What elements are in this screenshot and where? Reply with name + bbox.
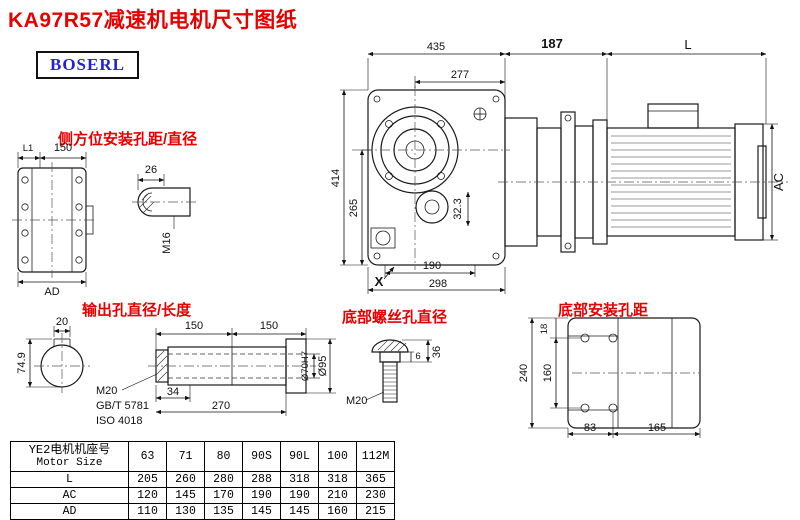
dim-ad: AD (44, 286, 59, 298)
side-view (498, 103, 788, 253)
dim-shaft-len2: 150 (260, 320, 278, 332)
side-mount-view: L1 150 AD (12, 142, 96, 298)
table-row-L: L 205 260 280 288 318 318 365 (10, 471, 395, 488)
bottom-mount-view: 240 160 18 83 165 (518, 317, 701, 438)
dim-overall-width: 435 (427, 41, 445, 53)
table-header-cell: YE2电机机座号 Motor Size (10, 441, 129, 472)
dim-l1: L1 (23, 143, 34, 154)
side-view-dimensions: 187 L AC (504, 36, 786, 241)
dim-shaft-len1: 150 (185, 320, 203, 332)
dim-shaft-height: 74.9 (16, 352, 28, 373)
label-bottom-screw: 底部螺丝孔直径 (342, 309, 448, 326)
dim-bottom-pitch-a: 83 (584, 422, 596, 434)
standard-gbt: GB/T 5781 (96, 400, 149, 412)
dim-shaft-length: 270 (212, 400, 230, 412)
col-71: 71 (166, 441, 205, 472)
technical-drawing: 435 277 414 265 32.3 190 298 X (12, 36, 788, 438)
label-output-hole: 输出孔直径/长度 (82, 302, 192, 319)
brand-logo: BOSERL (36, 51, 139, 79)
dim-motor-length: L (684, 37, 691, 52)
dim-key-length: 34 (167, 386, 179, 398)
col-63: 63 (128, 441, 167, 472)
dim-key-width: 26 (145, 164, 157, 176)
label-bottom-mount: 底部安装孔距 (558, 302, 649, 319)
row-label: L (10, 471, 129, 488)
dim-motor-diameter: AC (771, 173, 786, 191)
dim-bore: Ø70H7 (300, 351, 311, 381)
dim-thread-m16: M16 (161, 232, 173, 253)
col-112m: 112M (356, 441, 395, 472)
dim-thread-m20-screw: M20 (346, 395, 367, 407)
table-header-row: YE2电机机座号 Motor Size 63 71 80 90S 90L 100… (10, 441, 395, 472)
dim-thread-m20-shaft: M20 (96, 385, 117, 397)
dim-height: 414 (330, 169, 342, 187)
front-view (362, 86, 510, 270)
dim-bottom-height: 240 (518, 364, 530, 382)
x-position-mark: X (375, 274, 384, 289)
row-label: AD (10, 503, 129, 520)
front-view-dimensions: 435 277 414 265 32.3 190 298 X (330, 41, 506, 294)
dim-angle: 32.3 (452, 198, 464, 219)
page-title: KA97R57减速机电机尺寸图纸 (8, 9, 298, 32)
motor-size-table: YE2电机机座号 Motor Size 63 71 80 90S 90L 100… (10, 441, 395, 520)
table-row-AC: AC 120 145 170 190 190 210 230 (10, 487, 395, 504)
label-side-mount: 侧方位安装孔距/直径 (58, 131, 198, 148)
dim-side-pitch: 150 (54, 142, 72, 154)
dim-bottom-pitch-v: 160 (542, 364, 554, 382)
dim-inner-width: 277 (451, 69, 469, 81)
col-100: 100 (318, 441, 357, 472)
dim-base-span: 298 (429, 278, 447, 290)
dim-flange-length: 187 (541, 36, 563, 51)
row-label: AC (10, 487, 129, 504)
table-row-AD: AD 110 130 135 145 145 160 215 (10, 503, 395, 520)
dim-keyway-width: 20 (56, 316, 68, 328)
dim-screw-depth: 6 (415, 351, 420, 362)
dim-screw-height: 36 (431, 346, 443, 358)
col-80: 80 (204, 441, 243, 472)
bottom-screw-detail: 36 6 M20 (346, 339, 443, 407)
dim-foot-span: 190 (423, 260, 441, 272)
col-90l: 90L (280, 441, 319, 472)
dim-center-height: 265 (348, 199, 360, 217)
dim-bottom-offset: 18 (539, 324, 550, 335)
dim-bottom-pitch-b: 165 (648, 422, 666, 434)
key-pin-detail: 26 M16 (132, 164, 198, 254)
col-90s: 90S (242, 441, 281, 472)
output-shaft-detail: 20 74.9 150 150 M20 GB/T 5 (16, 316, 336, 427)
dim-recess: Ø95 (317, 356, 329, 377)
standard-iso: ISO 4018 (96, 415, 142, 427)
